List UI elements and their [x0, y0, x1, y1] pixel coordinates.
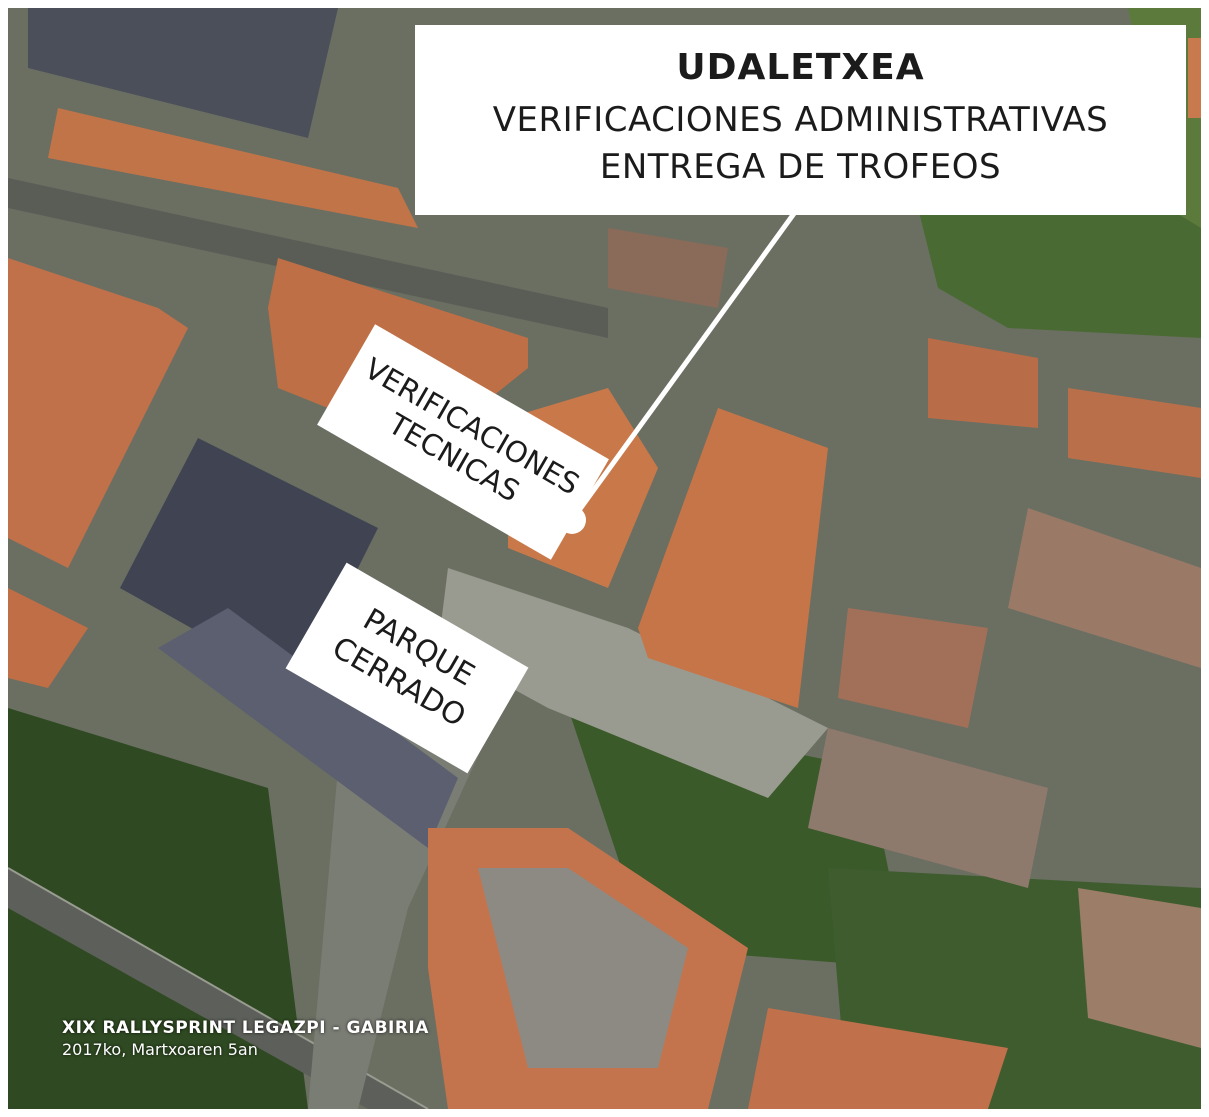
roof-northwest [28, 8, 338, 138]
roof-east-6 [1078, 888, 1201, 1048]
roof-east-3 [1008, 508, 1201, 668]
roof-west-block [8, 258, 188, 568]
roof-east-1 [928, 338, 1038, 428]
admin-checks-label: VERIFICACIONES ADMINISTRATIVAS [492, 100, 1109, 140]
plaza [438, 568, 828, 798]
roof-edge-ne [1188, 38, 1201, 118]
roof-south-east [748, 1008, 1008, 1109]
town-hall-title: UDALETXEA [676, 47, 925, 88]
street-north [8, 178, 608, 338]
aerial-map: UDALETXEA VERIFICACIONES ADMINISTRATIVAS… [8, 8, 1201, 1109]
sports-hall-annex [158, 608, 458, 848]
event-date: 2017ko, Martxoaren 5an [62, 1040, 258, 1059]
roof-east-5 [808, 728, 1048, 888]
roof-east-4 [838, 608, 988, 728]
event-footer: XIX RALLYSPRINT LEGAZPI - GABIRIA 2017ko… [62, 1018, 429, 1059]
town-hall-callout: UDALETXEA VERIFICACIONES ADMINISTRATIVAS… [415, 25, 1186, 215]
roof-east-2 [1068, 388, 1201, 478]
roof-north-row [48, 108, 418, 228]
trophy-ceremony-label: ENTREGA DE TROFEOS [599, 147, 1002, 187]
roof-north-center [608, 228, 728, 308]
roof-west-small [8, 588, 88, 688]
courtyard-south [478, 868, 688, 1068]
pointer-line [569, 206, 801, 522]
event-title: XIX RALLYSPRINT LEGAZPI - GABIRIA [62, 1018, 429, 1038]
roof-church [638, 408, 828, 708]
